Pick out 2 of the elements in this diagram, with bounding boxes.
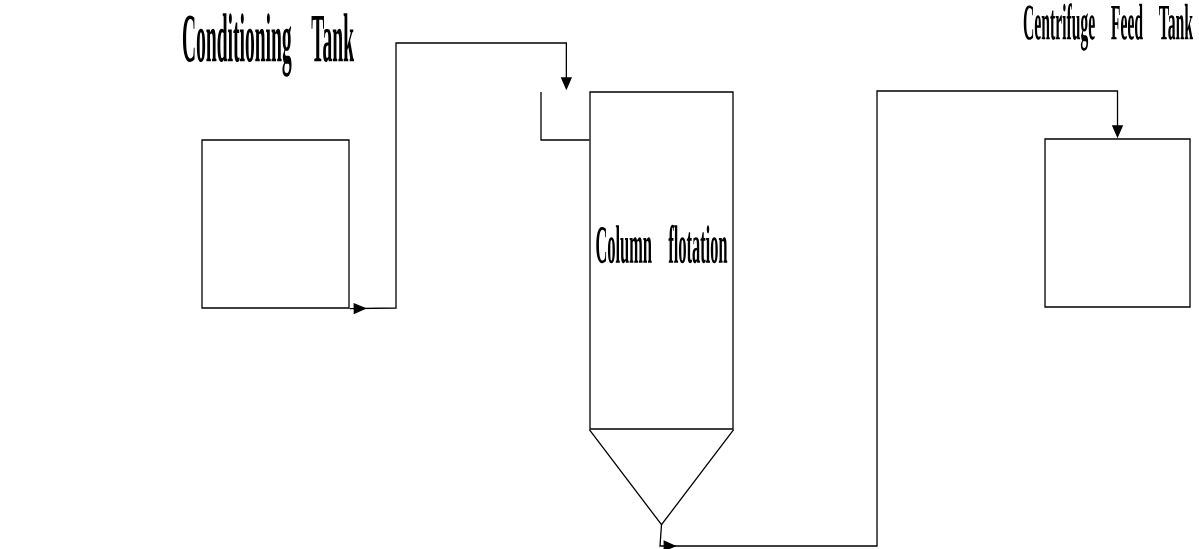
tank-label: Centrifuge Feed Tank	[1023, 3, 1193, 51]
tank-label: Conditioning Tank	[182, 13, 354, 77]
